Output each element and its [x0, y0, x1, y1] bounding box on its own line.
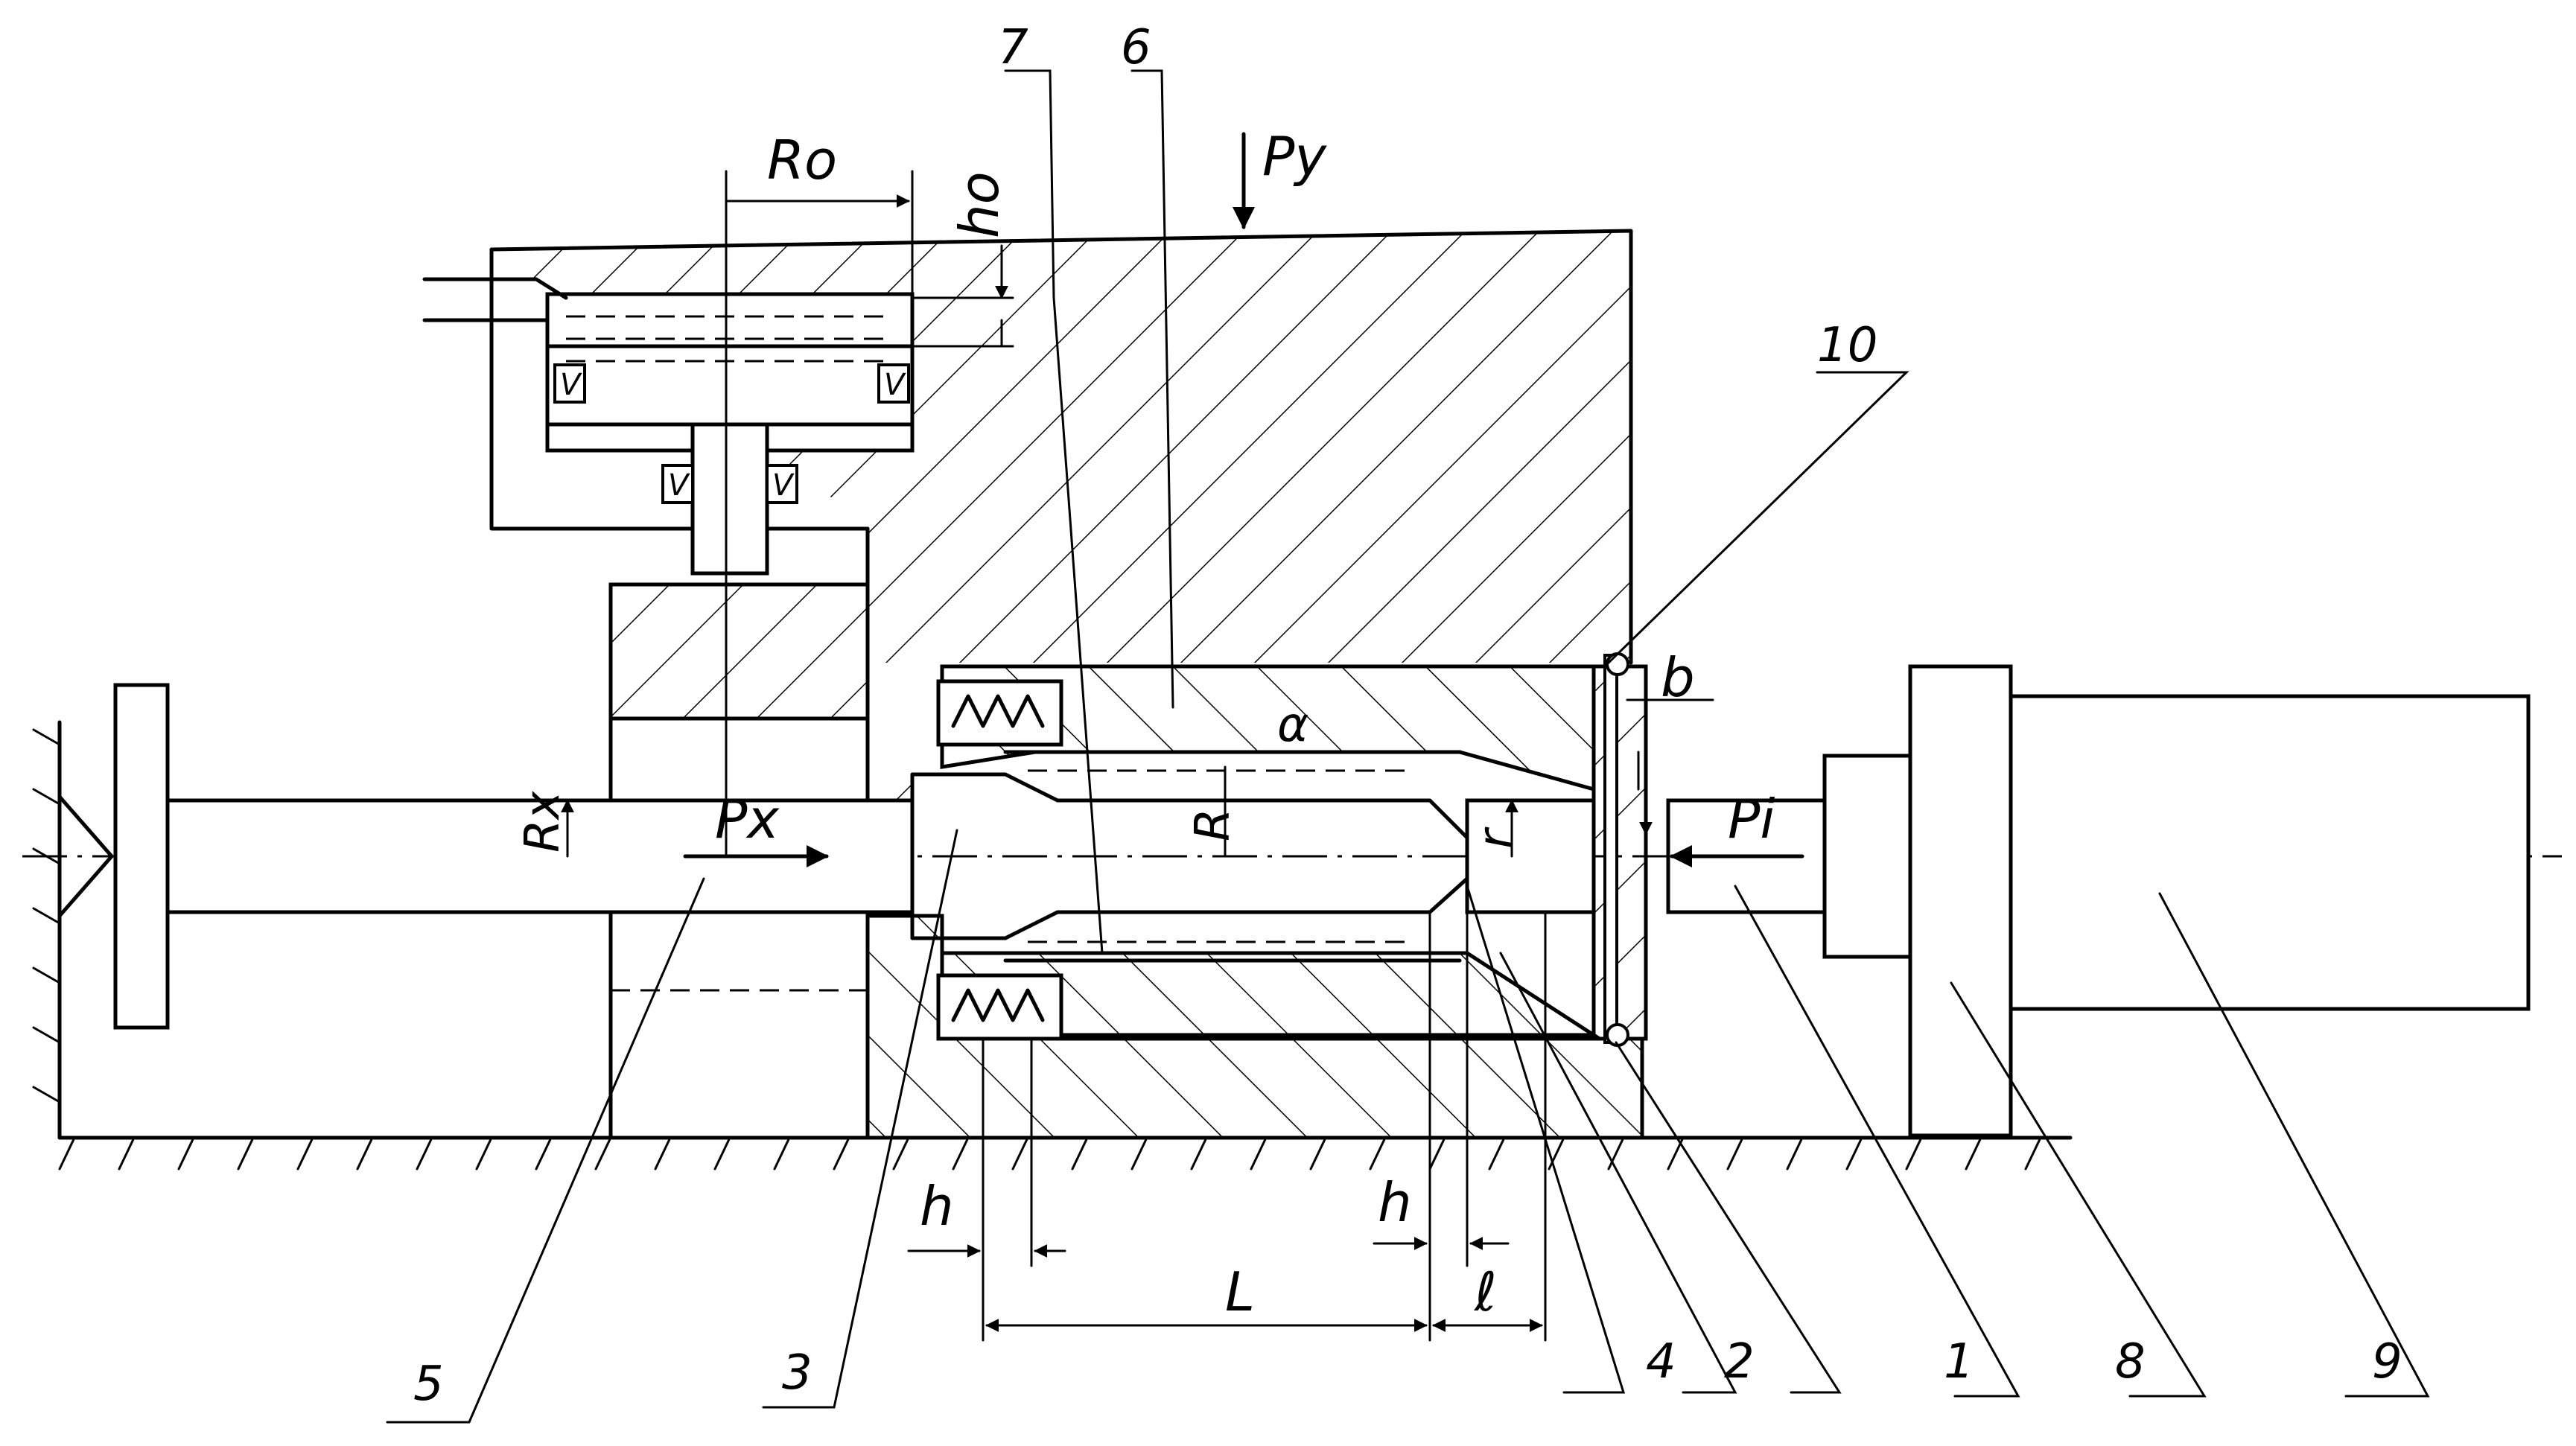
punch-rod [1465, 652, 1629, 1047]
dim-rx: Rx [515, 791, 570, 853]
dim-alpha: α [1277, 698, 1308, 753]
dim-r-small: r [1469, 826, 1524, 849]
svg-text:V: V [772, 468, 795, 503]
dim-L: L [1225, 1261, 1255, 1323]
svg-text:V: V [668, 468, 690, 503]
upper-spring [936, 679, 1063, 747]
dim-b: b [1661, 646, 1695, 709]
part-label-6: 6 [1121, 20, 1151, 75]
svg-text:V: V [884, 368, 906, 402]
dim-l: ℓ [1473, 1261, 1497, 1323]
lower-spring [936, 973, 1063, 1041]
part-label-10: 10 [1817, 318, 1877, 373]
leader-lines [386, 69, 2430, 1424]
force-px: Px [715, 788, 780, 850]
ram-and-cylinder [1666, 664, 2531, 1138]
part-label-4: 4 [1646, 1334, 1676, 1389]
dimension-lines [725, 170, 1714, 1342]
dim-r0: Ro [767, 129, 837, 191]
part-label-5: 5 [413, 1357, 444, 1412]
svg-text:V: V [560, 368, 582, 402]
dim-r-big: R [1186, 809, 1241, 841]
mandrel [113, 683, 1469, 1030]
part-label-1: 1 [1944, 1334, 1974, 1389]
part-label-2: 2 [1724, 1334, 1755, 1389]
force-py: Py [1262, 125, 1327, 188]
part-label-8: 8 [2115, 1334, 2146, 1389]
force-pi: Pi [1728, 788, 1775, 850]
dim-h-left: h [920, 1175, 954, 1238]
part-label-3: 3 [782, 1345, 812, 1401]
force-arrows [561, 132, 1804, 867]
pivot-support [57, 794, 114, 918]
part-label-9: 9 [2372, 1334, 2402, 1389]
part-label-7: 7 [998, 20, 1028, 75]
dim-h-right: h [1378, 1171, 1412, 1234]
die-body [865, 664, 1648, 1140]
dim-h0: ho [948, 171, 1011, 238]
hydraulic-cylinder: V V V V [422, 277, 915, 576]
